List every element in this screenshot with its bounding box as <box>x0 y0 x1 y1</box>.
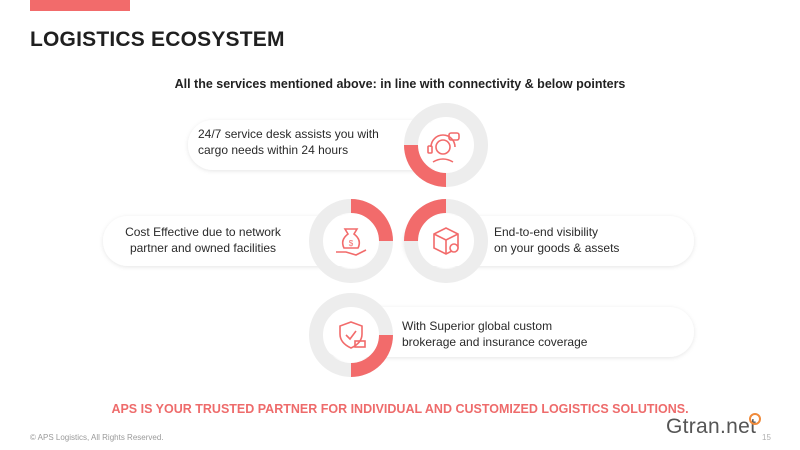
copyright: © APS Logistics, All Rights Reserved. <box>30 433 164 442</box>
visibility-line1: End-to-end visibility <box>494 225 599 239</box>
visibility-label: End-to-end visibility on your goods & as… <box>494 224 619 256</box>
service-desk-line2: cargo needs within 24 hours <box>198 143 349 157</box>
visibility-line2: on your goods & assets <box>494 241 620 255</box>
service-desk-label: 24/7 service desk assists you with cargo… <box>198 126 379 158</box>
custom-brokerage-label: With Superior global custom brokerage an… <box>402 318 587 350</box>
top-accent-bar <box>30 0 130 11</box>
svg-text:$: $ <box>349 239 354 248</box>
page-number: 15 <box>762 433 771 442</box>
shield-truck-icon <box>339 321 366 349</box>
pill-bar-custom <box>318 307 694 357</box>
pill-bar-desk <box>188 120 444 170</box>
pill-bar-cost <box>103 216 373 266</box>
node-desk <box>404 103 488 187</box>
support-agent-icon <box>427 132 460 163</box>
page-title: LOGISTICS ECOSYSTEM <box>30 28 285 51</box>
service-desk-line1: 24/7 service desk assists you with <box>198 127 379 141</box>
cost-effective-label: Cost Effective due to network partner an… <box>108 224 298 256</box>
cost-effective-line1: Cost Effective due to network <box>125 225 281 239</box>
node-custom <box>309 293 393 377</box>
page-subtitle: All the services mentioned above: in lin… <box>174 77 626 91</box>
money-bag-hand-icon: $ <box>336 228 367 256</box>
node-cost <box>309 199 393 283</box>
custom-brokerage-line2: brokerage and insurance coverage <box>402 335 588 349</box>
custom-brokerage-line1: With Superior global custom <box>402 319 553 333</box>
cost-effective-line2: partner and owned facilities <box>129 241 277 255</box>
tagline: APS IS YOUR TRUSTED PARTNER FOR INDIVIDU… <box>111 402 689 416</box>
package-tracking-icon <box>433 227 459 255</box>
brand-logo: Gtran.net <box>666 415 757 438</box>
brand-mark-icon <box>749 413 761 425</box>
